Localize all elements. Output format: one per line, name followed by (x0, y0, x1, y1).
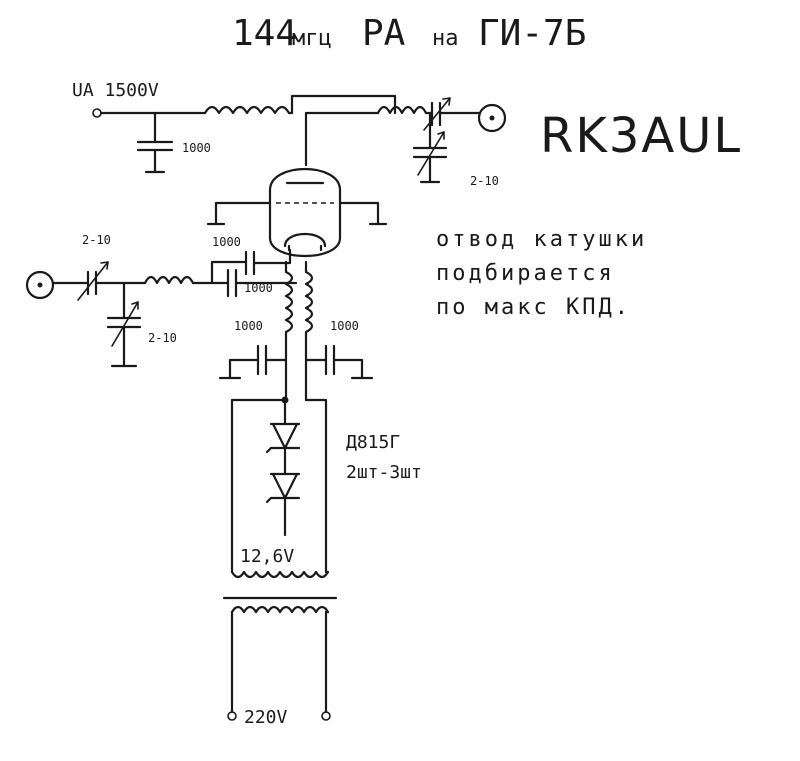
grid-cap-top-label: 1000 (212, 235, 241, 249)
tube-gi7b (206, 167, 388, 257)
title-freq-unit: мгц (292, 26, 332, 51)
input-connector-pin (37, 282, 43, 288)
zener-diode-2 (269, 472, 301, 500)
heater-cap-left-label: 1000 (234, 319, 263, 333)
anode-supply-circuit: UA 1500V 1000 (72, 80, 397, 174)
transformer-primary (230, 605, 330, 614)
diode-type-label: Д815Г (346, 432, 400, 453)
title-pa: PA (362, 13, 406, 54)
grid-cap-bottom-label: 1000 (244, 281, 273, 295)
tap-note: отвод катушки подбирается по макс КПД. (436, 227, 647, 320)
heater-choke-right (304, 260, 314, 402)
mains-label: 220V (244, 707, 288, 728)
transformer-primary-leads (230, 610, 328, 714)
output-trimmer-label: 2-10 (470, 174, 499, 188)
ground-symbol (332, 358, 374, 380)
ground-symbol (419, 155, 441, 184)
anode-tank-coil (376, 105, 428, 115)
mains-terminal-left (227, 711, 237, 721)
tube-cathode-legs (287, 244, 323, 252)
wire (287, 94, 397, 115)
transformer-secondary-label: 12,6V (240, 546, 294, 567)
anode-decoupling-cap-label: 1000 (182, 141, 211, 155)
zener-diode-1-cathode (265, 446, 301, 454)
input-trimmer-shunt-label: 2-10 (148, 331, 177, 345)
grid-ground-left (206, 201, 272, 226)
heater-supply-right-rail (304, 398, 328, 574)
note-line-1: отвод катушки (436, 227, 647, 252)
input-trimmer-series-label: 2-10 (82, 233, 111, 247)
anode-supply-label: UA 1500V (72, 80, 159, 101)
anode-supply-terminal (92, 108, 102, 118)
output-connector[interactable] (477, 103, 507, 133)
input-coil (143, 275, 195, 285)
trimmer-arrow (423, 97, 451, 131)
anode-decoupling-capacitor (136, 140, 174, 152)
mains-terminal-right (321, 711, 331, 721)
heater-choke-left (284, 260, 294, 392)
callsign: RK3AUL (540, 108, 742, 164)
grid-ground-right (338, 201, 388, 226)
heater-chokes: 1000 1000 (218, 260, 374, 402)
cathode-coupling-cap-bottom (226, 268, 238, 298)
tube-cathode (283, 233, 327, 248)
note-line-2: подбирается (436, 261, 615, 286)
cathode-coupling-cap-top (244, 250, 256, 276)
ground-symbol (110, 325, 138, 368)
zener-diode-2-cathode (265, 496, 301, 504)
ground-symbol (218, 358, 260, 380)
trimmer-arrow (111, 301, 139, 347)
transformer-secondary (230, 570, 330, 579)
heater-bypass-cap-left (256, 344, 268, 376)
anode-rf-choke (203, 105, 291, 115)
input-circuit: 2-10 2-10 1000 1000 (25, 233, 298, 368)
title-na: на (432, 26, 459, 51)
output-connector-pin (489, 115, 495, 121)
heater-supply: Д815Г 2шт-3шт (230, 388, 422, 574)
tube-envelope (268, 167, 342, 257)
heater-bypass-cap-right (324, 344, 336, 376)
wire (252, 248, 292, 265)
diode-count-label: 2шт-3шт (346, 462, 422, 483)
title-tube: ГИ-7Б (478, 13, 586, 54)
input-connector[interactable] (25, 270, 55, 300)
title-block: 144 мгц PA на ГИ-7Б (232, 13, 586, 54)
anode-line (304, 111, 380, 167)
filament-transformer: 12,6V 220V (222, 546, 338, 728)
note-line-3: по макс КПД. (436, 295, 631, 320)
heater-supply-left-rail (230, 388, 288, 574)
zener-diode-1 (269, 422, 301, 450)
ground-symbol (144, 148, 166, 174)
title-freq: 144 (232, 13, 297, 54)
heater-cap-right-label: 1000 (330, 319, 359, 333)
wire (210, 260, 248, 285)
trimmer-arrow (417, 131, 445, 176)
trimmer-arrow (77, 261, 109, 301)
output-tank-circuit: 2-10 (304, 97, 507, 188)
